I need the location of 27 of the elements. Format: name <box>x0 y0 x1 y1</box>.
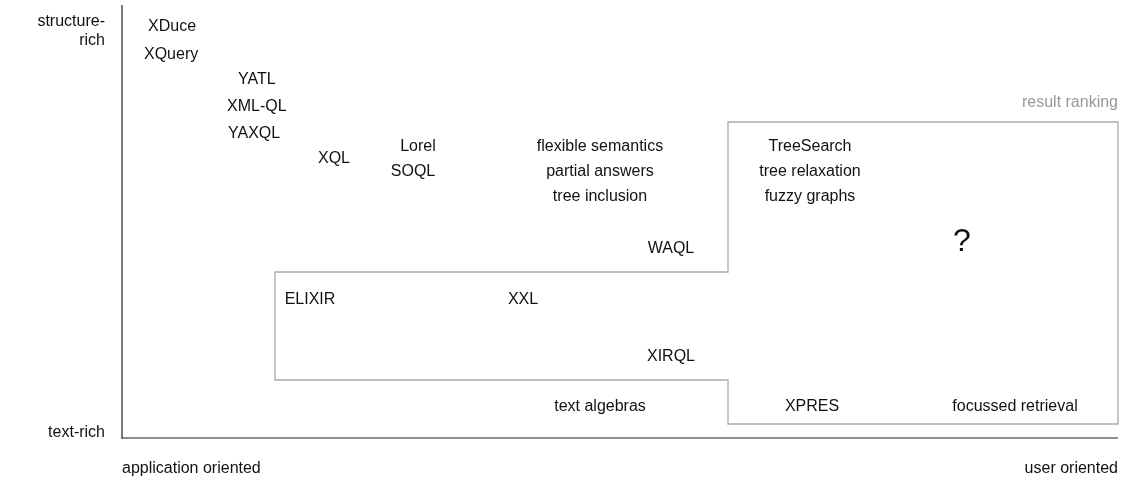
language-label: ELIXIR <box>284 288 336 308</box>
question-mark: ? <box>953 222 971 258</box>
language-label: focussed retrieval <box>952 395 1078 415</box>
language-label: XML-QL <box>227 95 287 115</box>
language-label: SOQL <box>390 160 436 180</box>
language-label: XQL <box>318 147 350 167</box>
language-label: fuzzy graphs <box>764 185 856 205</box>
language-label: WAQL <box>647 237 695 257</box>
region-heading: result ranking <box>1021 92 1118 111</box>
language-label: tree relaxation <box>759 160 861 180</box>
language-label: Lorel <box>400 135 436 155</box>
language-label: XIRQL <box>647 345 695 365</box>
language-label: YATL <box>238 68 276 88</box>
axis-label: application oriented <box>122 457 261 477</box>
language-label: text algebras <box>554 395 646 415</box>
language-label: TreeSearch <box>768 135 852 155</box>
axis-label: structure-rich <box>36 11 105 49</box>
language-label: YAXQL <box>228 122 281 142</box>
language-label: XPRES <box>784 395 840 415</box>
language-label: flexible semantics <box>536 135 664 155</box>
axis-label: text-rich <box>48 421 105 441</box>
language-label: tree inclusion <box>552 185 648 205</box>
axis-label: user oriented <box>1024 457 1118 477</box>
language-label: XDuce <box>148 15 197 35</box>
language-label: XQuery <box>144 43 199 63</box>
language-label: partial answers <box>546 160 654 180</box>
language-label: XXL <box>507 288 539 308</box>
